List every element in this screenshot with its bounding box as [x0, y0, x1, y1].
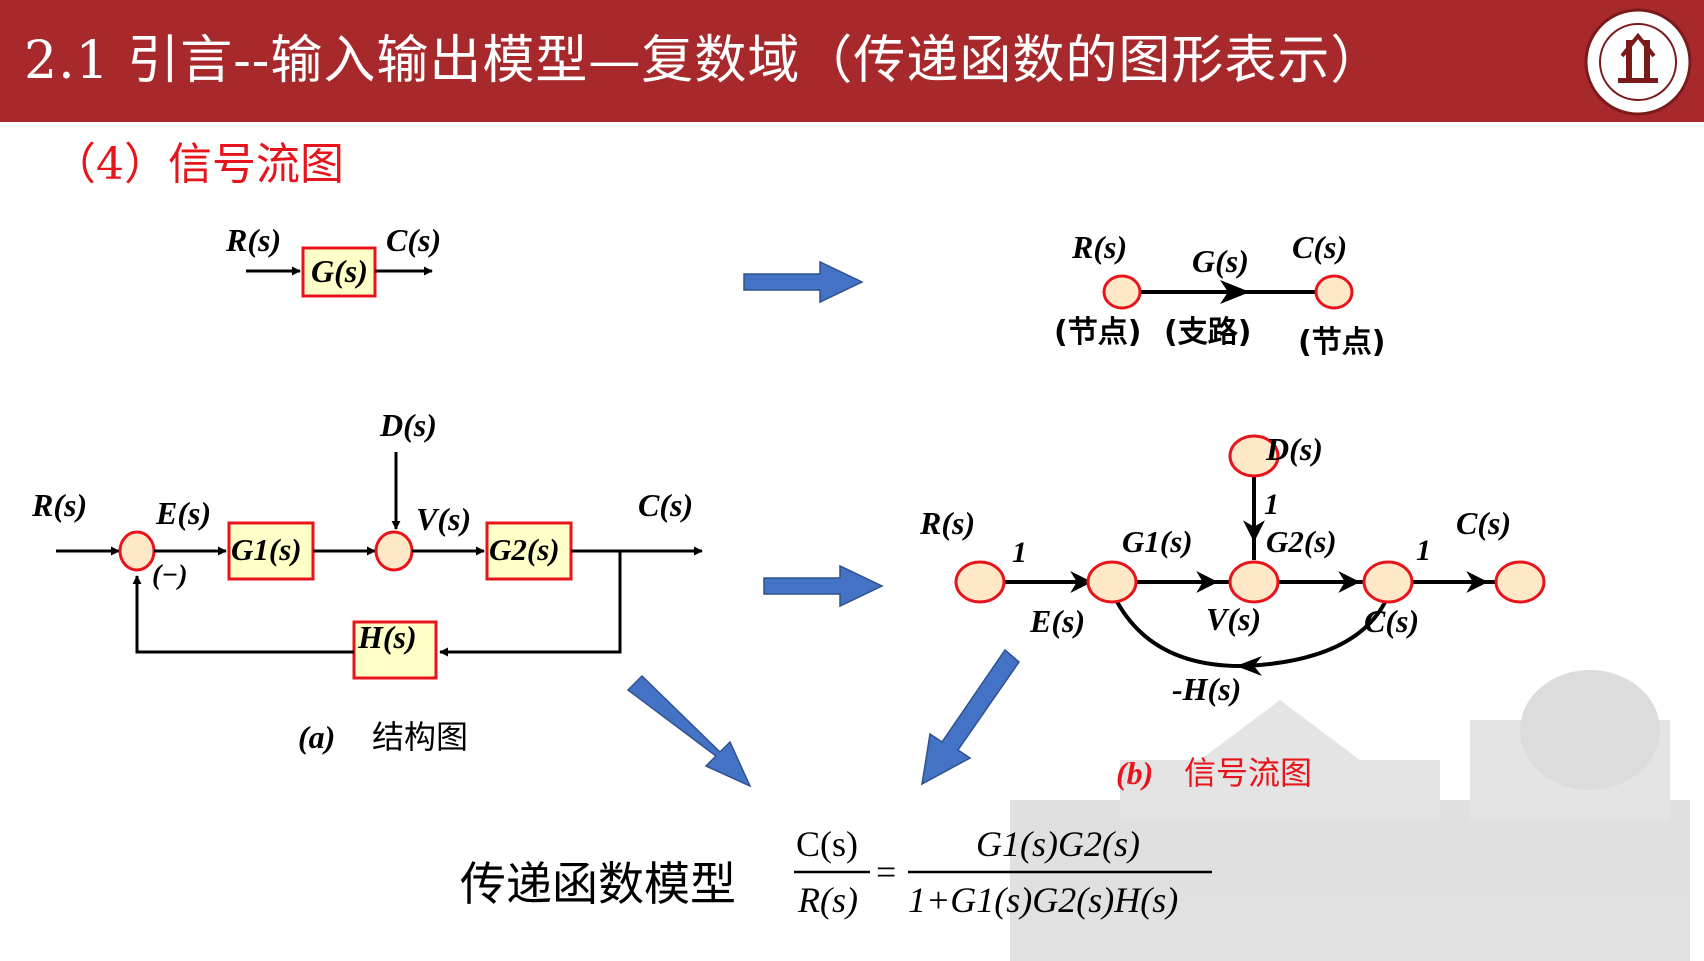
caption-b-tag: (b)	[1116, 755, 1153, 791]
block-label: G(s)	[311, 253, 368, 289]
section-title: （4）信号流图	[52, 139, 344, 190]
e-label: E(s)	[155, 495, 211, 531]
flow-r-label: R(s)	[919, 505, 975, 541]
flow-node-c-out	[1494, 560, 1546, 604]
flow-node-e	[1086, 560, 1138, 604]
g2-label: G2(s)	[489, 532, 560, 567]
flow-node-r	[954, 560, 1006, 604]
simple-block-diagram: R(s) G(s) C(s)	[225, 222, 441, 298]
flow-g1-label: G1(s)	[1122, 524, 1193, 559]
r-label: R(s)	[31, 487, 87, 523]
flow-v-label: V(s)	[1206, 601, 1261, 637]
g2-block	[485, 521, 573, 581]
node-r-label: R(s)	[1071, 229, 1127, 265]
lhs-denominator: R(s)	[797, 880, 858, 920]
h-label: H(s)	[357, 619, 417, 655]
node-note-2: (节点)	[1298, 325, 1385, 360]
disturbance-junction	[374, 530, 414, 572]
branch-label: G(s)	[1192, 243, 1249, 279]
flow-c-mid-label: C(s)	[1364, 603, 1419, 639]
down-left-arrow-icon	[921, 648, 1021, 786]
university-seal-icon	[1584, 8, 1692, 116]
sum-junction	[118, 530, 156, 572]
input-label: R(s)	[225, 222, 281, 258]
signal-flow-graph-b: R(s) 1 G1(s) E(s) D(s) 1 G2(s) V(s) 1 C(…	[919, 431, 1546, 792]
v-label: V(s)	[416, 501, 471, 537]
flow-neg-h-label: -H(s)	[1172, 671, 1241, 707]
gain-1c: 1	[1416, 534, 1431, 567]
node-note-1: (节点)	[1054, 315, 1141, 350]
slide-title: 2.1 引言--输入输出模型—复数域（传递函数的图形表示）	[24, 31, 1384, 91]
flow-node-d	[1228, 434, 1280, 478]
rhs-denominator: 1+G1(s)G2(s)H(s)	[908, 880, 1178, 920]
g-block	[301, 246, 377, 298]
flow-node-v	[1228, 560, 1280, 604]
down-right-arrow-icon	[626, 674, 752, 788]
right-arrow-1-icon	[743, 260, 864, 304]
gain-1d: 1	[1264, 488, 1279, 521]
g1-block	[227, 521, 315, 581]
output-label: C(s)	[386, 222, 441, 258]
caption-b: 信号流图	[1184, 754, 1312, 792]
background-building	[1010, 670, 1690, 961]
flow-d-label: D(s)	[1265, 431, 1323, 467]
rhs-numerator: G1(s)G2(s)	[976, 824, 1140, 864]
transfer-label: 传递函数模型	[460, 857, 736, 911]
branch-note: (支路)	[1164, 315, 1251, 350]
gain-1a: 1	[1012, 536, 1027, 569]
transfer-function: 传递函数模型 C(s) R(s) = G1(s)G2(s) 1+G1(s)G2(…	[460, 824, 1212, 920]
title-bar: 2.1 引言--输入输出模型—复数域（传递函数的图形表示）	[0, 0, 1704, 122]
minus-sign: (−)	[152, 560, 188, 591]
flow-c-out-label: C(s)	[1456, 505, 1511, 541]
node-c	[1314, 274, 1354, 310]
caption-a: 结构图	[372, 718, 468, 756]
lhs-numerator: C(s)	[796, 824, 858, 864]
d-label: D(s)	[379, 407, 437, 443]
g1-label: G1(s)	[231, 532, 302, 567]
h-block	[352, 620, 438, 680]
caption-a-tag: (a)	[298, 719, 335, 755]
flow-g2-label: G2(s)	[1266, 524, 1337, 559]
node-c-label: C(s)	[1292, 229, 1347, 265]
equals-sign: =	[876, 852, 896, 892]
right-arrow-2-icon	[763, 564, 884, 608]
node-r	[1102, 274, 1142, 310]
flow-e-label: E(s)	[1029, 603, 1085, 639]
c-label: C(s)	[638, 487, 693, 523]
block-diagram-a: R(s) E(s) (−) G1(s) D(s) V(s) G2(s) C(s)…	[31, 407, 703, 756]
flow-node-c-mid	[1362, 560, 1414, 604]
simple-flow-graph: R(s) G(s) C(s) (节点) (支路) (节点)	[1054, 229, 1385, 360]
